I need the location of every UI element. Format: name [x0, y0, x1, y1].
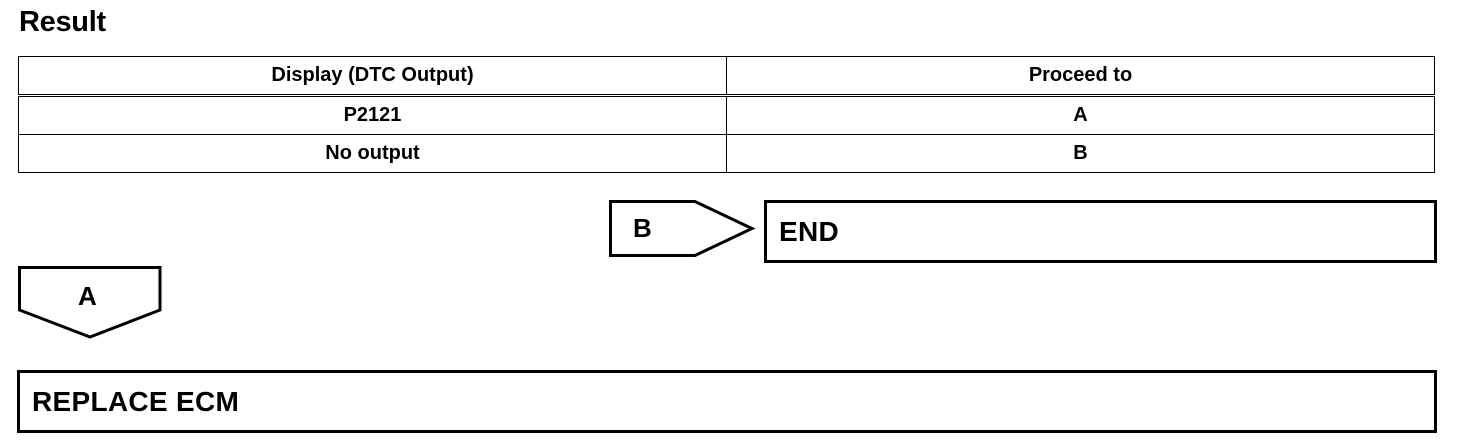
result-table: Display (DTC Output) Proceed to P2121 A … [18, 56, 1435, 173]
column-header-display: Display (DTC Output) [18, 56, 727, 97]
end-box: END [764, 200, 1437, 263]
replace-ecm-box: REPLACE ECM [17, 370, 1437, 433]
table-row: P2121 A [18, 95, 1435, 135]
branch-a-arrow: A [18, 266, 162, 339]
column-header-proceed: Proceed to [726, 56, 1435, 97]
branch-b-label: B [633, 213, 652, 243]
table-cell-proceed: B [726, 134, 1435, 173]
table-cell-display: P2121 [18, 95, 727, 135]
table-header-row: Display (DTC Output) Proceed to [18, 56, 1435, 97]
section-title: Result [19, 6, 106, 38]
branch-b-arrow: B [609, 200, 756, 258]
table-row: No output B [18, 134, 1435, 173]
branch-a-label: A [78, 281, 97, 311]
table-cell-proceed: A [726, 95, 1435, 135]
table-cell-display: No output [18, 134, 727, 173]
